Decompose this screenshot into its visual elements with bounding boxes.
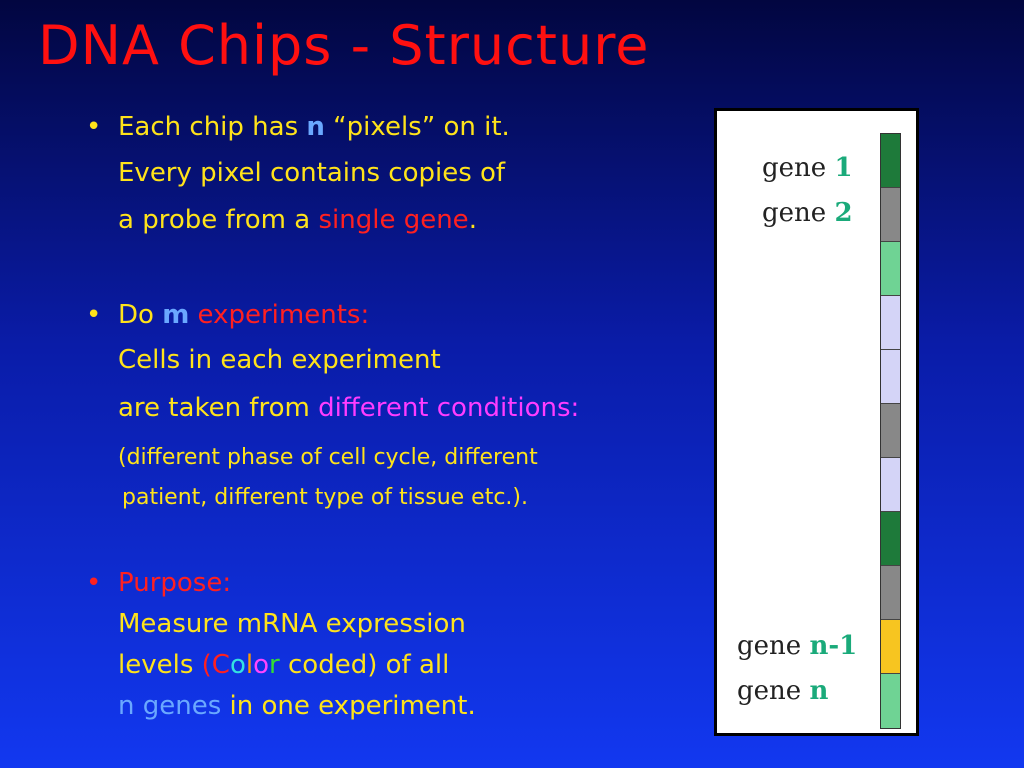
color-letter-o1: o	[229, 650, 246, 680]
slide-title: DNA Chips - Structure	[38, 14, 650, 77]
gene-number: n	[809, 676, 829, 706]
text: Do	[118, 300, 163, 330]
probe-cell	[881, 242, 900, 296]
bullet-marker: •	[86, 300, 102, 330]
bullet3-line4: n genes in one experiment.	[118, 691, 476, 721]
color-letter-c: C	[211, 650, 230, 680]
probe-cell	[881, 620, 900, 674]
highlight-n-genes: n genes	[118, 691, 222, 721]
probe-cell	[881, 350, 900, 404]
var-m: m	[162, 300, 190, 330]
bullet2-line4: (different phase of cell cycle, differen…	[118, 445, 538, 470]
gene-word: gene	[762, 153, 827, 183]
var-n: n	[306, 112, 325, 142]
text: in one experiment.	[221, 691, 476, 721]
probe-cell	[881, 566, 900, 620]
text: levels	[118, 650, 202, 680]
bullet2-line5: patient, different type of tissue etc.).	[122, 485, 529, 510]
gene-number: 2	[834, 198, 853, 228]
bullet1-line1: Each chip has n “pixels” on it.	[118, 112, 510, 142]
bullet-marker: •	[86, 112, 102, 142]
text: .	[468, 205, 477, 235]
probe-cell	[881, 458, 900, 512]
text: “pixels” on it.	[324, 112, 510, 142]
gene-label-1: gene 1	[762, 153, 853, 183]
probe-cell	[881, 404, 900, 458]
probe-cell	[881, 134, 900, 188]
gene-word: gene	[737, 631, 802, 661]
bullet2-line1: Do m experiments:	[118, 300, 369, 330]
highlight-single-gene: single gene	[318, 205, 469, 235]
gene-label-2: gene 2	[762, 198, 853, 228]
color-letter-r: r	[269, 650, 280, 680]
probe-cell	[881, 188, 900, 242]
bullet1-line3: a probe from a single gene.	[118, 205, 477, 235]
gene-word: gene	[737, 676, 802, 706]
bullet3-line3: levels (Color coded) of all	[118, 650, 449, 680]
color-letter-o2: o	[253, 650, 270, 680]
gene-word: gene	[762, 198, 827, 228]
bullet3-line1: Purpose:	[118, 568, 232, 598]
probe-column	[880, 133, 901, 729]
probe-cell	[881, 512, 900, 566]
probe-cell	[881, 674, 900, 728]
bullet-marker: •	[86, 568, 102, 598]
gene-number: 1	[834, 153, 853, 183]
color-letter-l: l	[245, 650, 254, 680]
bullet2-line2: Cells in each experiment	[118, 345, 441, 375]
bullet3-line2: Measure mRNA expression	[118, 609, 466, 639]
bullet1-line2: Every pixel contains copies of	[118, 158, 506, 188]
text: are taken from	[118, 393, 319, 423]
bullet2-line3: are taken from different conditions:	[118, 393, 579, 423]
text: a probe from a	[118, 205, 319, 235]
paren: (	[201, 650, 212, 680]
text: Each chip has	[118, 112, 307, 142]
probe-cell	[881, 296, 900, 350]
highlight-conditions: different conditions:	[318, 393, 580, 423]
gene-label-n: gene n	[737, 676, 828, 706]
dna-chip-diagram: gene 1 gene 2 gene n-1 gene n	[714, 108, 919, 736]
highlight-experiments: experiments:	[189, 300, 370, 330]
gene-label-n-1: gene n-1	[737, 631, 857, 661]
gene-number: n-1	[809, 631, 858, 661]
text: coded) of all	[279, 650, 450, 680]
